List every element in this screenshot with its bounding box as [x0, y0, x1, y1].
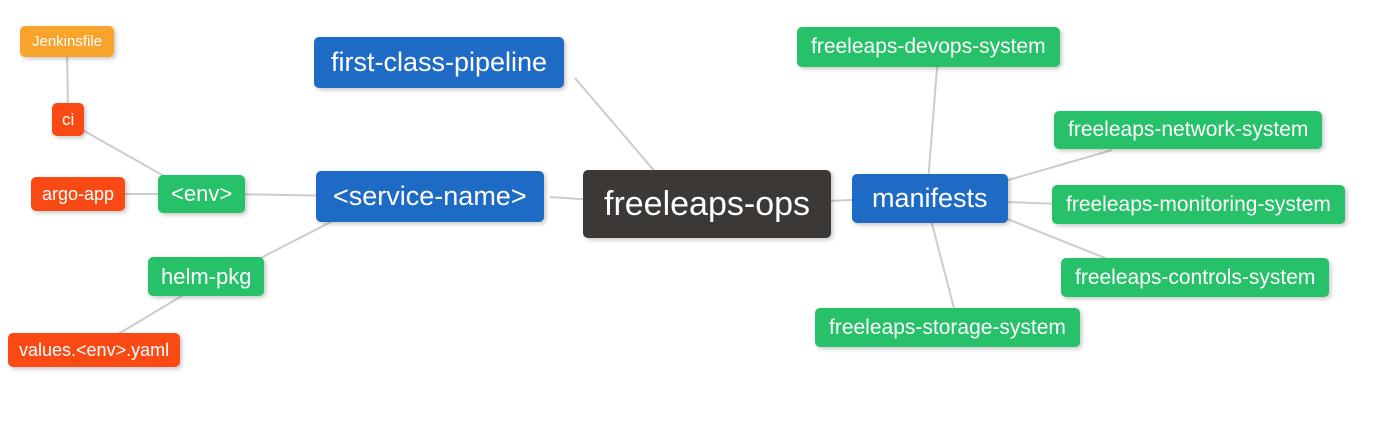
edge-jenkinsfile-ci [66, 47, 69, 113]
node-freeleaps-network-system[interactable]: freeleaps-network-system [1054, 111, 1323, 149]
node-label: freeleaps-network-system [1068, 118, 1309, 141]
node-first-class-pipeline[interactable]: first-class-pipeline [314, 37, 565, 88]
node-freeleaps-ops-root[interactable]: freeleaps-ops [583, 170, 832, 238]
edge-manifests-freeleaps-network-system [1004, 149, 1113, 182]
node-label: <env> [171, 181, 233, 206]
node-label: helm-pkg [161, 263, 252, 289]
node-freeleaps-devops-system[interactable]: freeleaps-devops-system [797, 27, 1060, 67]
node-env[interactable]: <env> [158, 175, 246, 213]
node-label: manifests [872, 183, 988, 213]
node-label: ci [62, 109, 75, 129]
node-argo-app[interactable]: argo-app [31, 177, 126, 211]
node-label: argo-app [42, 183, 115, 204]
edge-manifests-freeleaps-devops-system [927, 54, 939, 183]
node-label: freeleaps-controls-system [1075, 265, 1316, 289]
node-label: Jenkinsfile [32, 33, 103, 50]
node-freeleaps-storage-system[interactable]: freeleaps-storage-system [815, 308, 1080, 347]
edge-manifests-freeleaps-storage-system [929, 215, 956, 313]
node-service-name[interactable]: <service-name> [316, 171, 544, 222]
edge-manifests-freeleaps-controls-system [1004, 217, 1116, 263]
node-freeleaps-controls-system[interactable]: freeleaps-controls-system [1061, 258, 1330, 297]
node-ci[interactable]: ci [52, 103, 85, 136]
node-label: <service-name> [333, 181, 527, 211]
node-label: first-class-pipeline [331, 47, 548, 77]
node-label: values.<env>.yaml [19, 339, 170, 360]
node-manifests[interactable]: manifests [852, 174, 1008, 223]
edge-first-class-pipeline-freeleaps-ops [574, 77, 663, 181]
node-helm-pkg[interactable]: helm-pkg [148, 257, 265, 296]
node-freeleaps-monitoring-system[interactable]: freeleaps-monitoring-system [1052, 185, 1345, 224]
node-label: freeleaps-storage-system [829, 315, 1066, 339]
node-jenkinsfile[interactable]: Jenkinsfile [20, 26, 115, 57]
node-label: freeleaps-monitoring-system [1066, 192, 1331, 216]
node-label: freeleaps-ops [604, 184, 811, 223]
node-label: freeleaps-devops-system [811, 35, 1046, 58]
node-values-env-yaml[interactable]: values.<env>.yaml [8, 333, 181, 367]
